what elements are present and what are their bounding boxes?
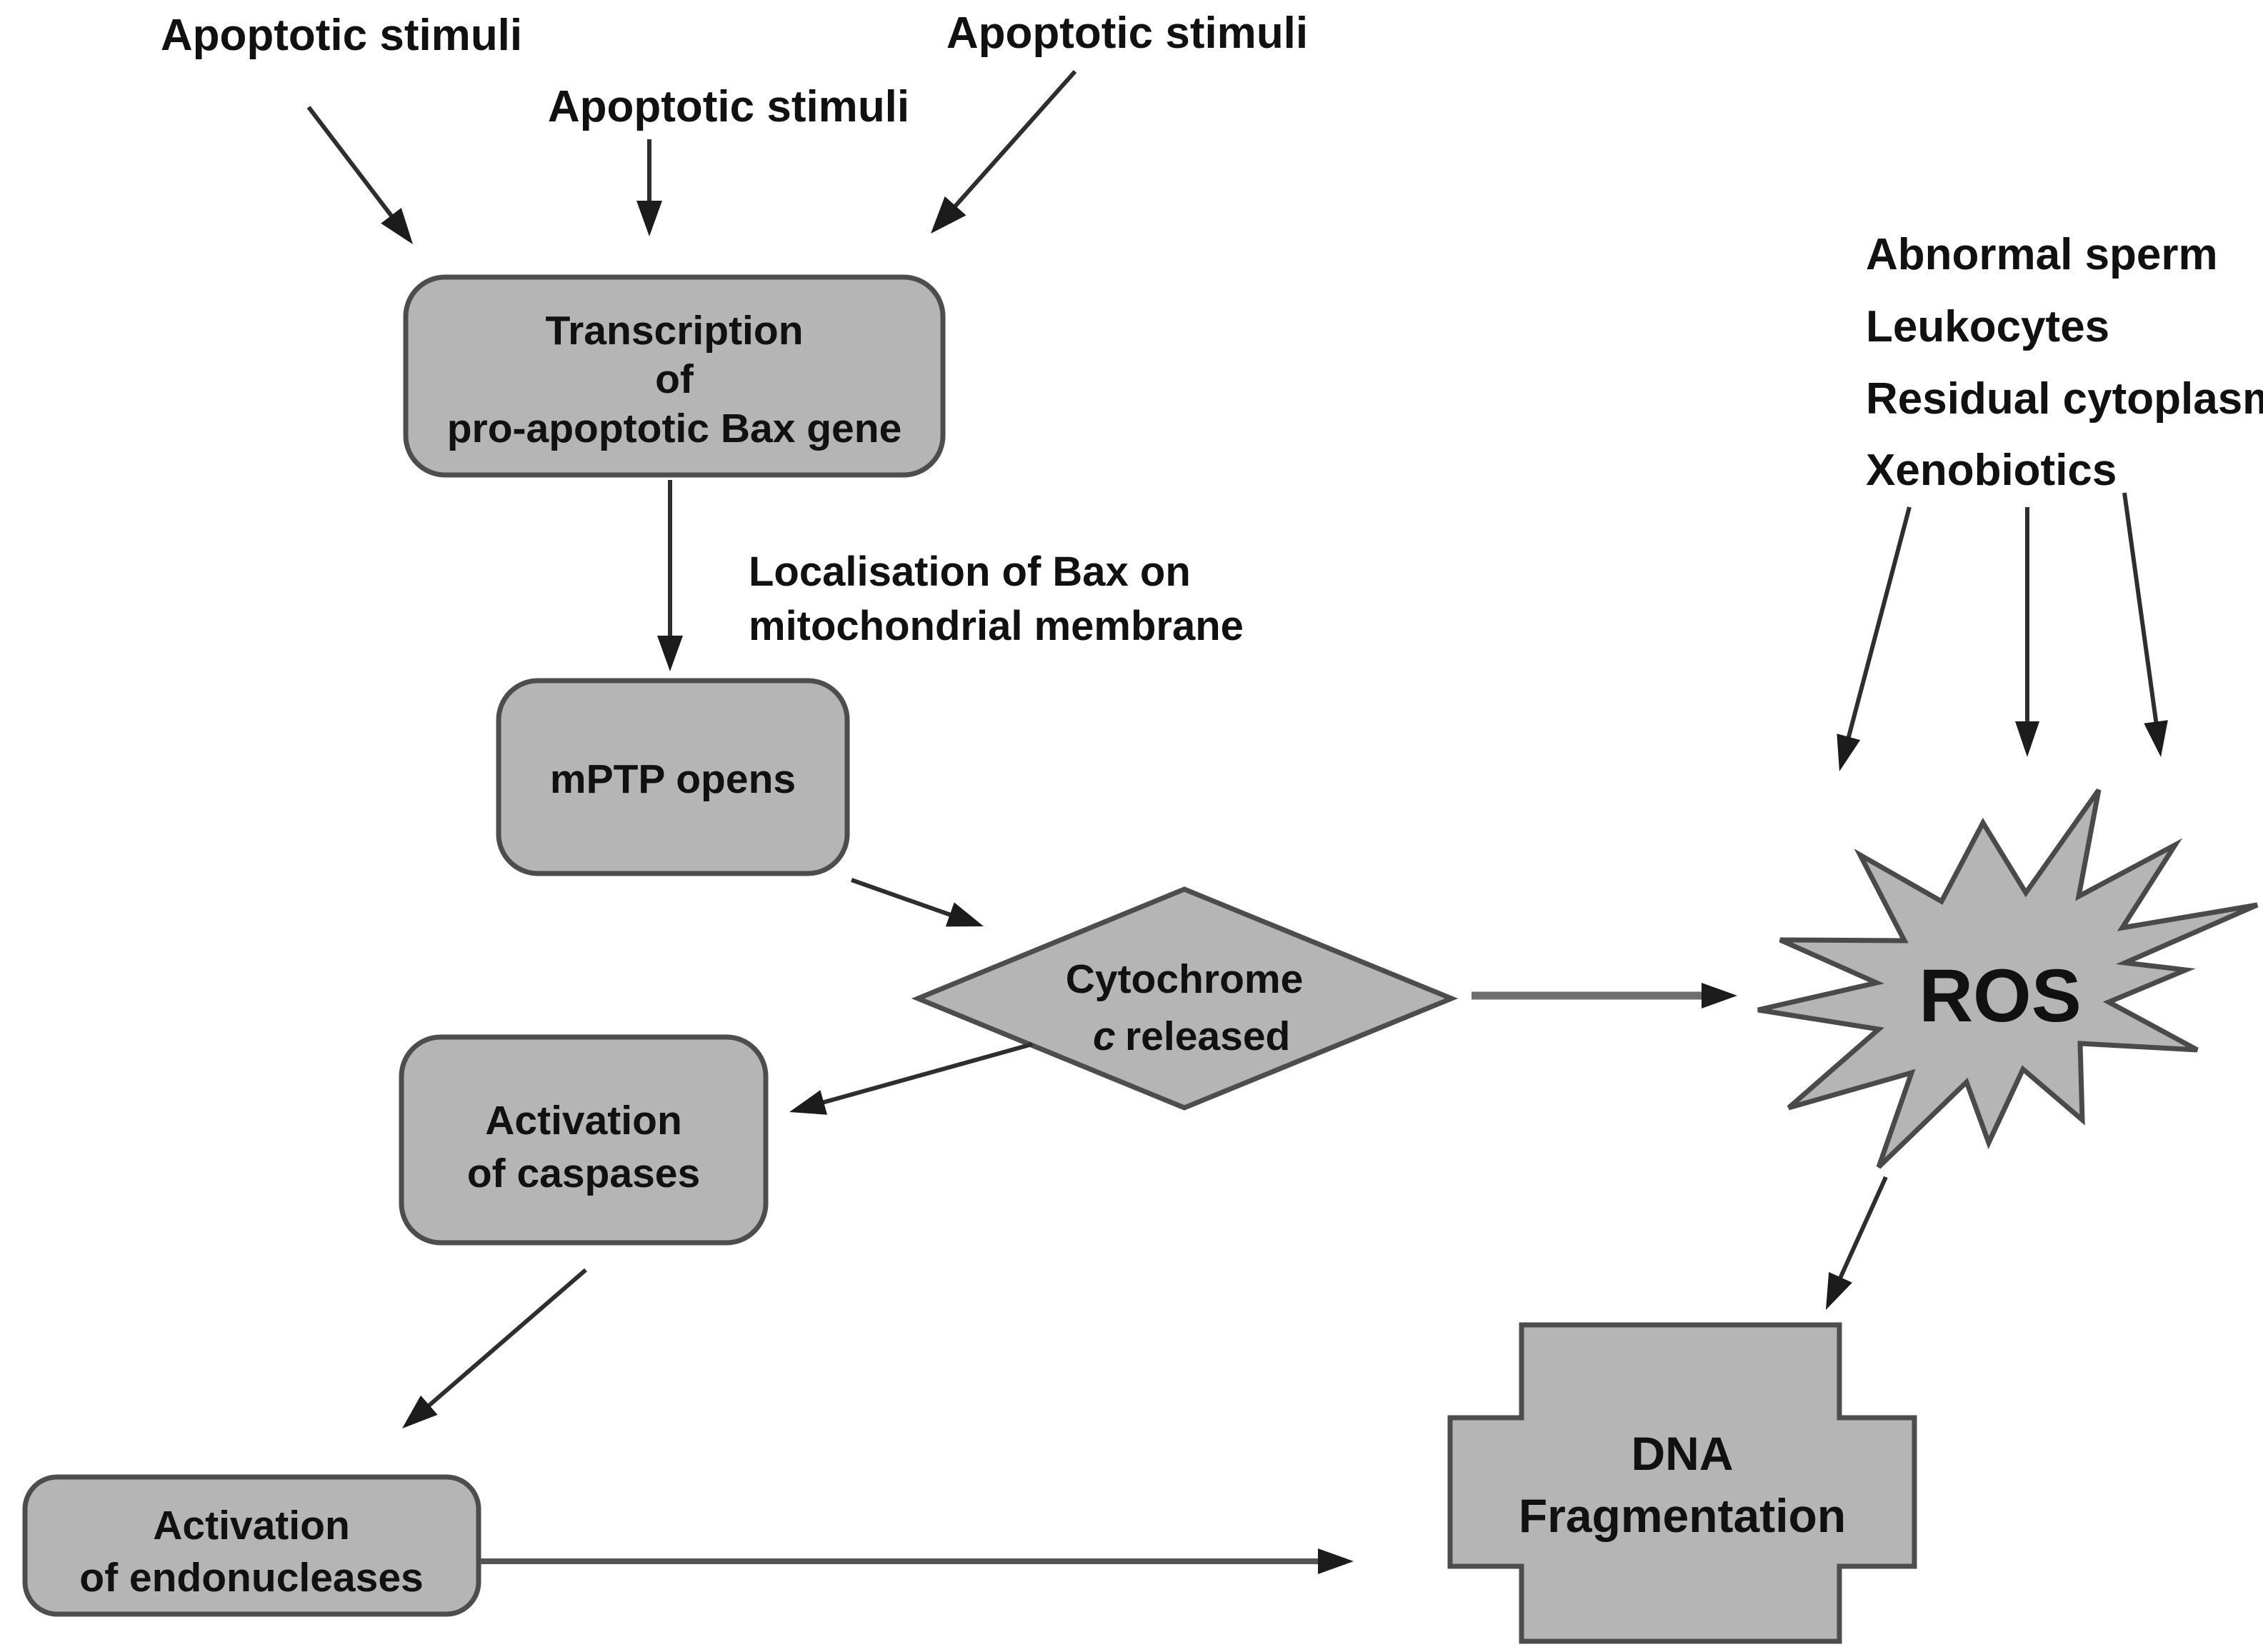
arrow-transcription-to-mptp [657, 480, 683, 671]
arrowhead [1826, 1272, 1852, 1310]
arrow-mptp-to-cytochrome [851, 878, 984, 927]
arrowhead [789, 1090, 827, 1115]
node-transcription-line1: Transcription [545, 308, 803, 354]
node-caspases-line2: of caspases [467, 1151, 700, 1196]
stimuli-label-right: Apoptotic stimuli [946, 9, 1308, 58]
node-transcription-bax: Transcription of pro-apoptotic Bax gene [403, 274, 946, 478]
node-endonucleases-line2: of endonucleases [79, 1555, 423, 1601]
node-cytochrome-line1: Cytochrome [1066, 956, 1304, 1002]
arrow-cytochrome-to-caspases [789, 1042, 1033, 1115]
node-mptp-opens: mPTP opens [496, 678, 850, 876]
node-mptp-label: mPTP opens [550, 756, 796, 802]
arrowhead [381, 208, 413, 244]
bax-localisation-note-line2: mitochondrial membrane [749, 603, 1244, 649]
arrowhead [657, 636, 683, 671]
node-dna-line2: Fragmentation [1519, 1489, 1846, 1542]
arrowhead [636, 201, 662, 236]
arrow-factors-left-to-ros [1837, 506, 1912, 771]
arrow-factors-middle-to-ros [2015, 507, 2039, 757]
ros-factor-leukocytes: Leukocytes [1866, 302, 2109, 351]
node-transcription-line2: of [655, 356, 694, 402]
node-cytochrome-released: released [1125, 1013, 1290, 1059]
arrow-stimuli-middle-to-transcription [636, 139, 662, 236]
stimuli-label-left: Apoptotic stimuli [161, 11, 522, 60]
ros-factor-residual-cytoplasm: Residual cytoplasm [1866, 374, 2263, 424]
node-cytochrome-c-released: Cytochrome c released [911, 886, 1459, 1111]
stimuli-label-middle: Apoptotic stimuli [548, 82, 909, 131]
arrow-stimuli-left-to-transcription [306, 106, 413, 244]
node-activation-endonucleases: Activation of endonucleases [22, 1474, 481, 1617]
arrow-factors-right-to-ros [2122, 492, 2168, 757]
bax-localisation-note-line1: Localisation of Bax on [749, 549, 1191, 595]
arrow-stimuli-right-to-transcription [931, 70, 1077, 234]
arrowhead [402, 1395, 438, 1428]
arrowhead [1318, 1548, 1354, 1574]
node-ros-label: ROS [1919, 954, 2082, 1038]
node-dna-fragmentation: DNA Fragmentation [1447, 1322, 1917, 1644]
ros-factor-abnormal-sperm: Abnormal sperm [1866, 230, 2218, 279]
ros-factor-xenobiotics: Xenobiotics [1866, 446, 2117, 495]
arrow-cytochrome-to-ros [1472, 983, 1737, 1008]
arrowhead [2144, 720, 2168, 757]
arrowhead [931, 196, 966, 234]
node-caspases-line1: Activation [485, 1098, 682, 1143]
node-transcription-line3: pro-apoptotic Bax gene [447, 406, 902, 451]
arrow-endonucleases-to-dna [480, 1548, 1354, 1574]
arrow-caspases-to-endonucleases [402, 1268, 587, 1428]
arrow-ros-to-dna [1826, 1176, 1888, 1310]
arrowhead [945, 902, 984, 927]
node-activation-caspases: Activation of caspases [399, 1034, 769, 1246]
arrowhead [2015, 721, 2039, 757]
node-endonucleases-line1: Activation [153, 1503, 350, 1548]
node-ros: ROS [1757, 788, 2259, 1169]
arrowhead [1837, 734, 1861, 771]
node-dna-line1: DNA [1632, 1427, 1734, 1480]
node-cytochrome-c: c [1093, 1013, 1116, 1059]
arrowhead [1702, 983, 1737, 1008]
